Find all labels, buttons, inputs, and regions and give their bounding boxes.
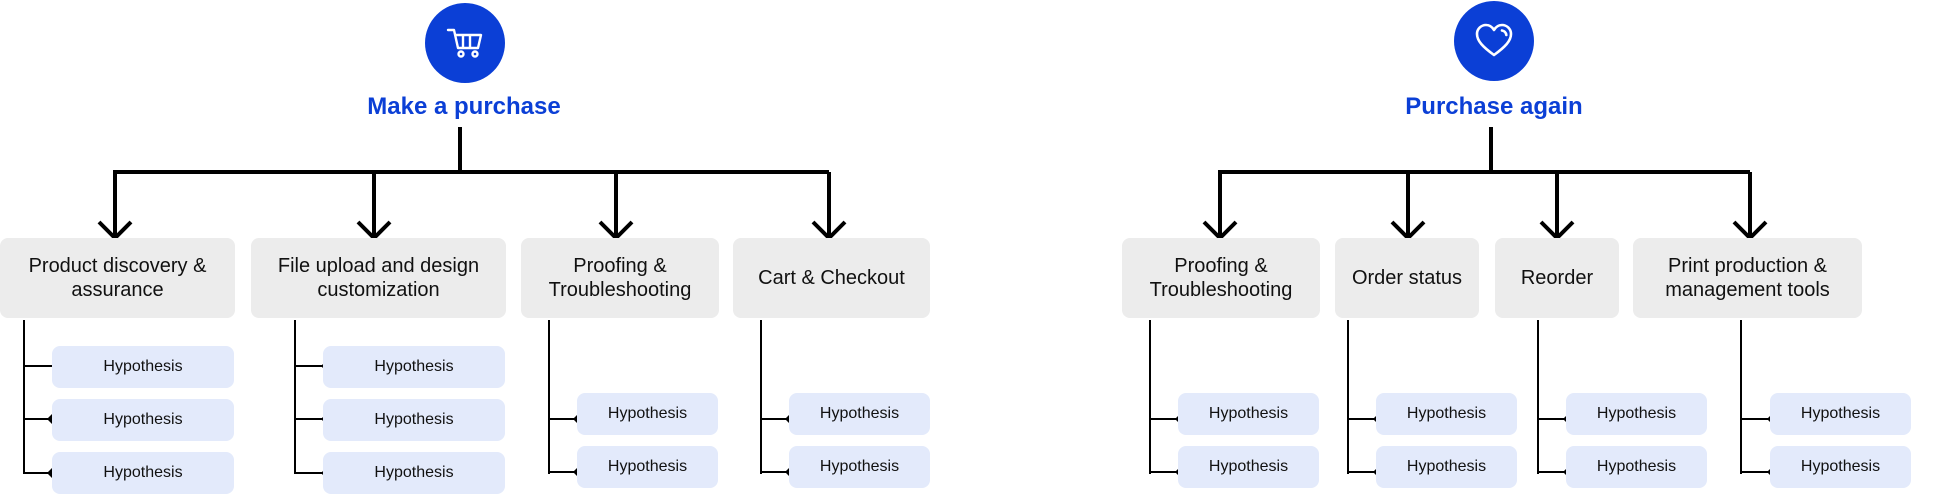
branch-arrow [97, 172, 133, 241]
hypothesis-connector [1150, 418, 1180, 473]
hypothesis-card: Hypothesis [789, 446, 930, 488]
hypothesis-card: Hypothesis [1770, 393, 1911, 435]
hypothesis-card: Hypothesis [323, 346, 505, 388]
hypothesis-card: Hypothesis [52, 452, 234, 494]
branch-arrow [356, 172, 392, 241]
branch-arrow [1390, 172, 1426, 241]
hypothesis-card: Hypothesis [1376, 446, 1517, 488]
hypothesis-card: Hypothesis [52, 346, 234, 388]
hypothesis-card: Hypothesis [1178, 393, 1319, 435]
hypothesis-card: Hypothesis [1178, 446, 1319, 488]
branch-arrow [1539, 172, 1575, 241]
category-card: Cart & Checkout [733, 238, 930, 318]
goal-title: Purchase again [1405, 93, 1583, 120]
hypothesis-card: Hypothesis [577, 446, 718, 488]
branch-arrow [811, 172, 847, 241]
hypothesis-card: Hypothesis [1770, 446, 1911, 488]
hypothesis-card: Hypothesis [52, 399, 234, 441]
hypothesis-connector [1348, 418, 1378, 473]
hypothesis-card: Hypothesis [577, 393, 718, 435]
hypothesis-connector [1741, 418, 1772, 473]
category-card: Product discovery & assurance [0, 238, 235, 318]
hypothesis-card: Hypothesis [323, 399, 505, 441]
hypothesis-connector [549, 418, 578, 473]
category-card: Proofing & Troubleshooting [1122, 238, 1320, 318]
branch-arrow [1732, 172, 1768, 241]
hypothesis-card: Hypothesis [1376, 393, 1517, 435]
heart-icon [1454, 1, 1534, 81]
hypothesis-card: Hypothesis [1566, 446, 1707, 488]
category-card: Reorder [1495, 238, 1619, 318]
branch-arrow [1202, 172, 1238, 241]
category-card: Print production & management tools [1633, 238, 1862, 318]
hypothesis-connector [761, 418, 790, 473]
hypothesis-connector [295, 365, 326, 474]
category-card: Order status [1335, 238, 1479, 318]
branch-arrow [598, 172, 634, 241]
shopping-cart-icon [425, 3, 505, 83]
hypothesis-card: Hypothesis [789, 393, 930, 435]
category-card: File upload and design customization [251, 238, 506, 318]
goal-title: Make a purchase [367, 93, 561, 120]
hypothesis-card: Hypothesis [1566, 393, 1707, 435]
hypothesis-connector [1538, 418, 1568, 473]
category-card: Proofing & Troubleshooting [521, 238, 719, 318]
hypothesis-card: Hypothesis [323, 452, 505, 494]
